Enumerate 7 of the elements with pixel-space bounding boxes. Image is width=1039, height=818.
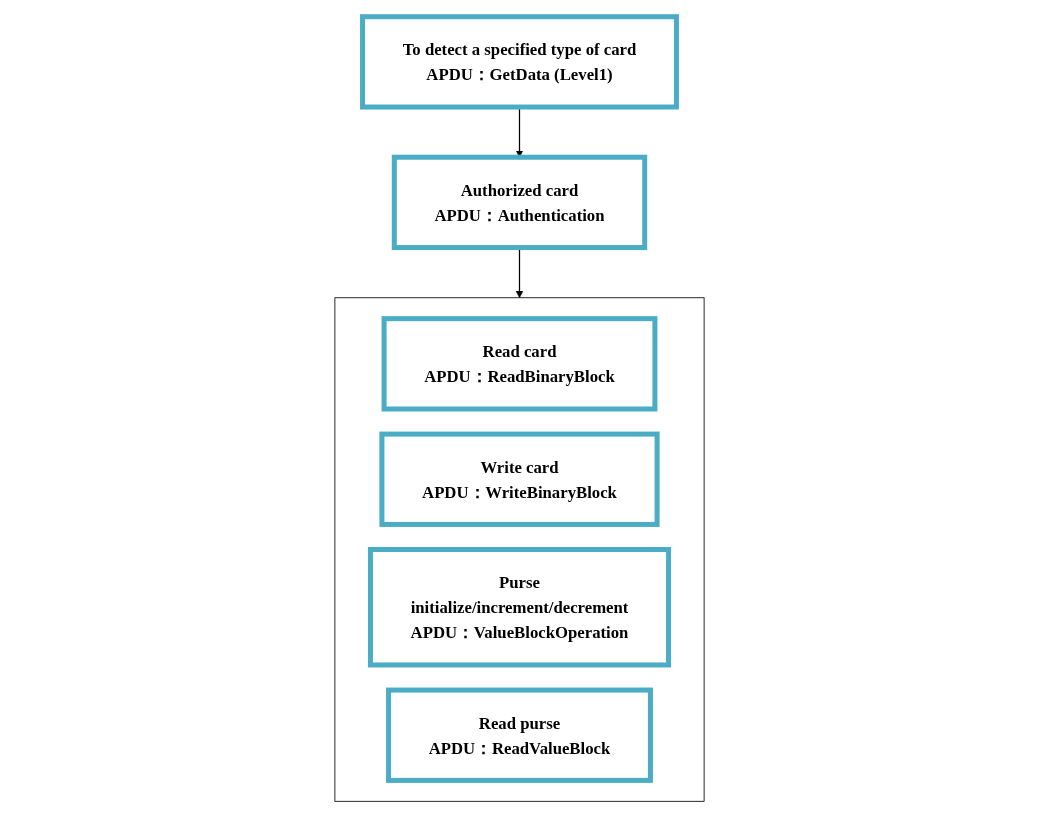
node-box: Write card APDU：WriteBinaryBlock: [379, 431, 660, 527]
node-box: Read card APDU：ReadBinaryBlock: [381, 316, 658, 412]
node-box: To detect a specified type of card APDU：GetData (Level1): [360, 14, 679, 110]
cluster: [334, 297, 705, 802]
node-box: Authorized card APDU：Authentication: [391, 154, 648, 251]
node-box: Purse initialize/increment/decrement APDU：ValueBlockOperation: [367, 547, 672, 668]
node-box: Read purse APDU：ReadValueBlock: [386, 687, 653, 783]
